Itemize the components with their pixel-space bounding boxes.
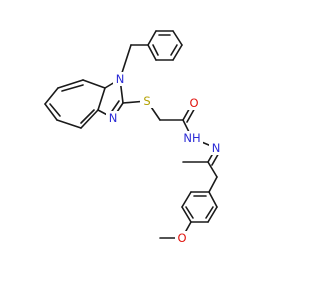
bond-c3a-c7a <box>97 87 106 111</box>
bond-bz-a <box>82 79 106 89</box>
bond-bz-c <box>44 87 59 105</box>
bond-ph2-c <box>207 206 218 223</box>
atom-o-carbonyl: O <box>187 96 201 110</box>
bond-ph2-f <box>181 191 192 208</box>
atom-o-methoxy-label: O <box>177 231 186 245</box>
bond-bz-d2 <box>49 103 61 117</box>
bond-ph1-d <box>172 44 183 61</box>
atom-o-carbonyl-label: O <box>189 96 198 110</box>
atom-n1-label: N <box>116 72 125 86</box>
atom-nh-label: NH <box>183 131 200 145</box>
atom-n3: N <box>106 111 120 125</box>
bond-bz-d1 <box>61 84 84 92</box>
bond-bz-e <box>56 119 82 129</box>
bond-ph1-f <box>147 44 157 61</box>
atom-n-imine: N <box>209 141 223 155</box>
atom-n1: N <box>113 72 127 86</box>
atom-labels: N N S O NH N O <box>106 72 223 245</box>
bond-bz-f <box>80 109 99 129</box>
bond-ph1-a <box>147 30 157 46</box>
bond-ph2-d2 <box>205 206 214 219</box>
atom-s-label: S <box>143 94 150 108</box>
bond-bz-d <box>44 103 58 121</box>
atom-n3-label: N <box>109 111 118 125</box>
bond-ph2-e <box>181 206 192 223</box>
bond-ph1-d3 <box>152 44 159 56</box>
atom-o-methoxy: O <box>175 231 189 245</box>
bond-bz-d3 <box>80 109 95 124</box>
molecule-structure: N N S O NH N O <box>44 30 223 245</box>
bond-ph2-b <box>208 191 218 208</box>
bond-ph1-c <box>172 30 183 46</box>
bond-ph2-d3 <box>185 206 194 219</box>
atom-nh: NH <box>181 131 203 145</box>
bond-ph2-a <box>208 176 218 193</box>
bond-ph1-d2 <box>170 44 178 56</box>
bond-c-aryl <box>207 161 218 178</box>
bond-bz-b <box>57 79 84 89</box>
atom-n-imine-label: N <box>212 141 221 155</box>
atom-s: S <box>140 94 154 108</box>
